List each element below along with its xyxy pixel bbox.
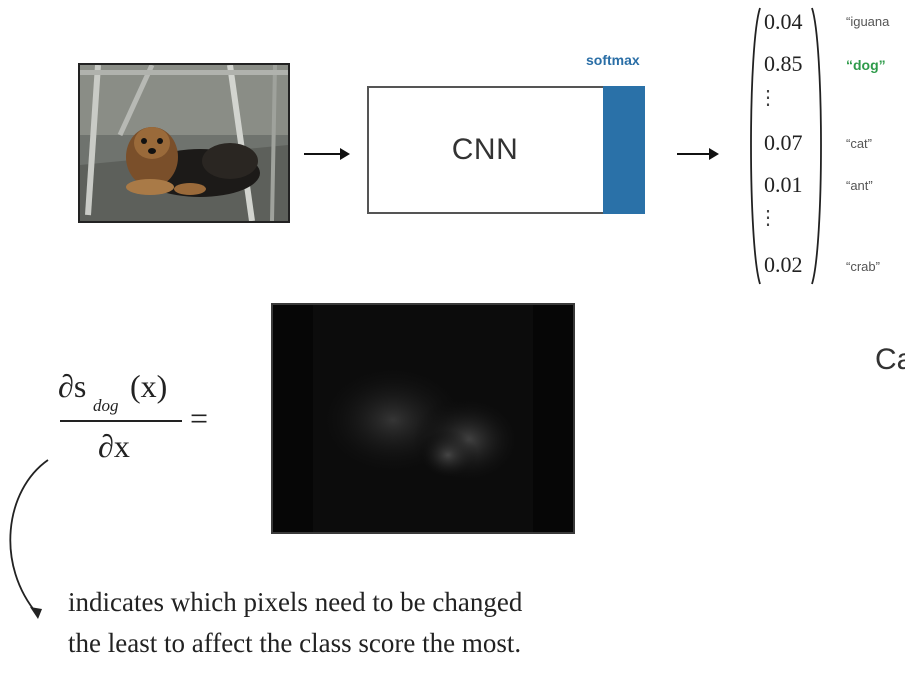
score-crab: 0.02 xyxy=(764,252,803,277)
class-label-ant: “ant” xyxy=(846,178,873,193)
curved-arrow-icon xyxy=(9,459,49,619)
caption-line-2: the least to affect the class score the … xyxy=(68,628,522,658)
numerator-symbol: ∂s xyxy=(58,368,87,404)
class-label-cat: “cat” xyxy=(846,136,872,151)
ellipsis-1: ⋮ xyxy=(758,87,778,109)
cnn-label: CNN xyxy=(451,133,519,166)
softmax-layer xyxy=(603,86,645,214)
dog-photo xyxy=(78,63,290,223)
score-iguana: 0.04 xyxy=(764,9,803,34)
arrow-to-output-icon xyxy=(677,148,719,160)
score-ant: 0.01 xyxy=(764,172,803,197)
class-label-iguana: “iguana xyxy=(846,14,890,29)
vector-brackets xyxy=(750,7,822,285)
cnn-box xyxy=(367,86,645,214)
caption-line-1: indicates which pixels need to be change… xyxy=(68,587,523,617)
score-dog: 0.85 xyxy=(764,51,803,76)
softmax-label: softmax xyxy=(586,52,640,68)
class-label-dog: “dog” xyxy=(846,57,886,73)
ellipsis-2: ⋮ xyxy=(758,207,778,229)
arrow-to-cnn-icon xyxy=(304,148,350,160)
denominator: ∂x xyxy=(98,428,130,464)
cutoff-text: Ca xyxy=(875,343,905,376)
equals-sign: = xyxy=(190,400,209,436)
score-cat: 0.07 xyxy=(764,130,803,155)
numerator-subscript: dog xyxy=(93,396,119,415)
class-label-crab: “crab” xyxy=(846,259,880,274)
numerator-argument: (x) xyxy=(130,368,168,404)
saliency-map xyxy=(271,303,575,534)
fraction-bar xyxy=(60,420,182,422)
